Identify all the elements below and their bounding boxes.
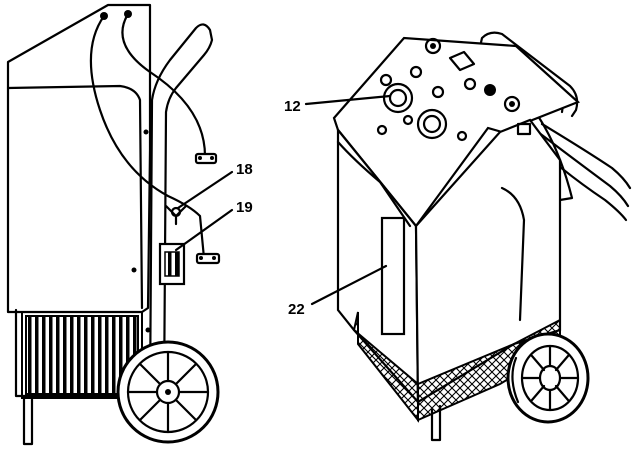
callout-12: 12: [284, 94, 392, 115]
control-panel-knobs: [376, 37, 532, 142]
base-mesh-front: [352, 311, 419, 423]
callout-18: 18: [176, 161, 253, 210]
side-view-unit: [6, 3, 221, 446]
callout-18-label: 18: [236, 161, 253, 178]
hose-b: [121, 12, 207, 158]
viewing-window-22: [380, 216, 406, 336]
callout-12-label: 12: [284, 98, 301, 115]
front-leg: [22, 394, 34, 446]
callout-22: 22: [288, 264, 388, 318]
hose-bundle-3: [540, 122, 632, 190]
hose-coupler-lower: [195, 252, 221, 265]
hose-a: [89, 14, 206, 260]
panel-part-19: [158, 242, 186, 286]
cart-handle: [148, 23, 214, 402]
callout-22-label: 22: [288, 301, 305, 318]
cart-handle-rear: [476, 31, 579, 118]
side-wheel: [116, 340, 220, 444]
perspective-view-unit: [332, 31, 632, 442]
hose-coupler-upper: [194, 152, 218, 165]
valve-part-18: [164, 204, 188, 226]
callout-19: 19: [174, 199, 253, 252]
front-wheel: [506, 332, 590, 424]
callout-19-label: 19: [236, 199, 253, 216]
